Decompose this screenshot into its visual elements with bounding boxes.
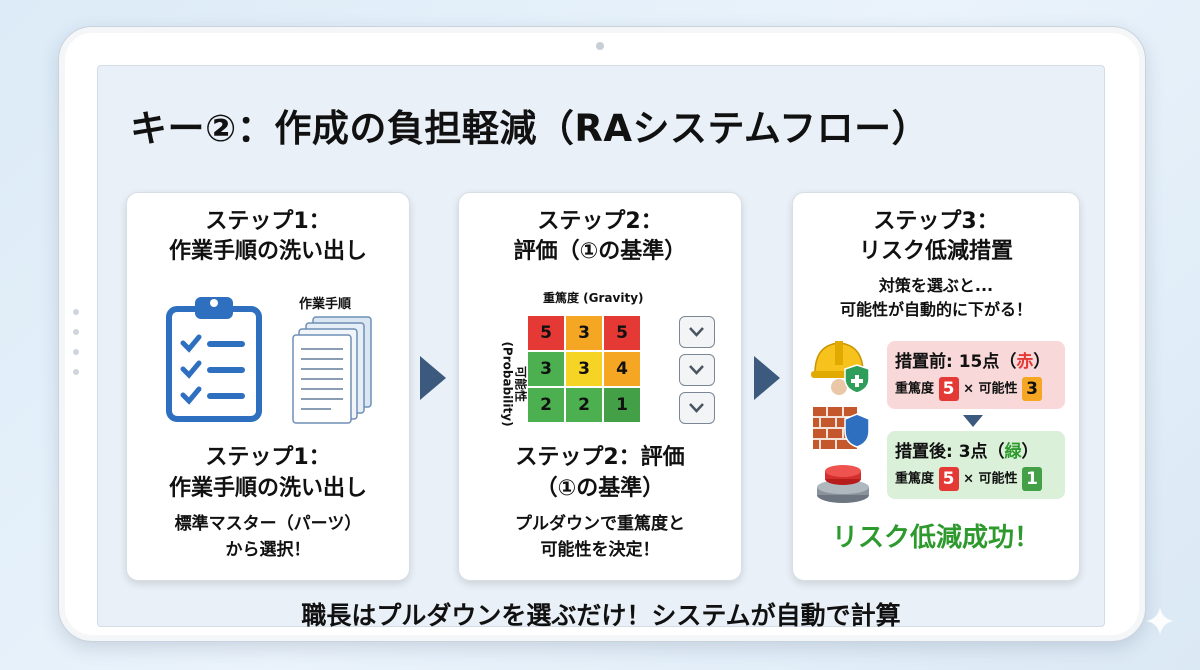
step1-sub-line2: 作業手順の洗い出し (168, 476, 367, 501)
step2-desc-line1: プルダウンで重篤度と (515, 514, 685, 534)
step3-heading-line2: リスク低減措置 (858, 239, 1013, 264)
dropdown-button[interactable] (679, 354, 715, 386)
chevron-down-icon (689, 327, 704, 337)
step2-desc-line2: 可能性を決定！ (540, 540, 660, 560)
step1-heading-line2: 作業手順の洗い出し (168, 239, 367, 264)
chevron-down-icon (689, 365, 704, 375)
step2-heading-line1: ステップ2： (537, 209, 663, 234)
times-sign: × (963, 471, 974, 487)
footer-caption: 職長はプルダウンを選ぶだけ！システムが自動で計算 (301, 601, 901, 630)
slide-screen: キー②：作成の負担軽減（RAシステムフロー） ステップ1： 作業手順の洗い出し … (97, 65, 1105, 630)
step2-card: ステップ2： 評価（①の基準） 重篤度 (Gravity) 可能性 (Proba… (458, 192, 742, 581)
step2-heading-line2: 評価（①の基準） (513, 239, 687, 264)
step2-sub-line2: （①の基準） (535, 476, 665, 501)
emergency-stop-button-icon (817, 465, 869, 503)
dropdown-button[interactable] (679, 316, 715, 348)
side-dot (73, 309, 79, 315)
step1-card: ステップ1： 作業手順の洗い出し 作業手順 (126, 192, 410, 581)
after-score-text: 措置後: 3点 (895, 442, 988, 462)
step3-card: ステップ3： リスク低減措置 対策を選ぶと... 可能性が自動的に下がる！ (792, 192, 1080, 581)
gravity-label: 重篤度 (895, 381, 935, 397)
probability-value-badge: 3 (1022, 377, 1043, 401)
tablet-frame: キー②：作成の負担軽減（RAシステムフロー） ステップ1： 作業手順の洗い出し … (58, 26, 1146, 642)
after-color-word: 緑 (1004, 442, 1022, 462)
probability-label-line1: 可能性 (513, 365, 528, 403)
side-dot (73, 369, 79, 375)
before-formula: 重篤度 5 × 可能性 3 (895, 377, 1043, 401)
step1-sub-line1: ステップ1： (205, 445, 331, 470)
gravity-value-badge: 5 (938, 377, 959, 401)
success-message: リスク低減成功！ (831, 523, 1040, 553)
dropdown-button[interactable] (679, 392, 715, 424)
before-paren-open: （ (999, 352, 1017, 372)
side-dot (73, 329, 79, 335)
document-stack-icon (292, 316, 372, 424)
step1-heading-line1: ステップ1： (205, 209, 331, 234)
doc-stack-label: 作業手順 (299, 297, 352, 312)
chevron-down-icon (689, 403, 704, 413)
matrix-gravity-label: 重篤度 (Gravity) (543, 291, 644, 305)
matrix-cell: 2 (565, 387, 603, 423)
slide-title: キー②：作成の負担軽減（RAシステムフロー） (130, 107, 930, 150)
matrix-cell: 3 (527, 351, 565, 387)
down-arrow-icon (963, 415, 983, 427)
brick-wall-shield-icon (813, 407, 870, 449)
matrix-probability-label: 可能性 (Probability) (481, 339, 531, 426)
after-label: 措置後: 3点（緑） (895, 437, 1039, 462)
before-paren-close: ） (1033, 352, 1051, 372)
after-paren-open: （ (987, 442, 1005, 462)
after-paren-close: ） (1021, 442, 1039, 462)
before-color-word: 赤 (1016, 352, 1034, 372)
step2-sub-line1: ステップ2：評価 (515, 445, 685, 470)
probability-label: 可能性 (978, 381, 1018, 397)
side-dot (73, 349, 79, 355)
matrix-cell: 5 (603, 315, 641, 351)
helmet-shield-icon (811, 341, 870, 395)
probability-label: 可能性 (978, 471, 1018, 487)
step3-intro-line2: 可能性が自動的に下がる！ (839, 300, 1032, 319)
gravity-label: 重篤度 (895, 471, 935, 487)
step1-desc-line2: から選択！ (225, 540, 311, 560)
step3-heading-line1: ステップ3： (873, 209, 999, 234)
probability-label-line2: (Probability) (500, 341, 515, 427)
flow-arrow-icon (420, 356, 446, 400)
probability-value-badge: 1 (1022, 467, 1043, 491)
matrix-cell: 3 (565, 351, 603, 387)
clipboard-checklist-icon (166, 297, 262, 422)
flow-arrow-icon (754, 356, 780, 400)
camera-dot (596, 42, 604, 50)
matrix-cell: 5 (527, 315, 565, 351)
gravity-value-badge: 5 (938, 467, 959, 491)
step1-desc-line1: 標準マスター（パーツ） (174, 514, 362, 534)
after-measure-box: 措置後: 3点（緑） 重篤度 5 × 可能性 1 (887, 431, 1065, 499)
matrix-cell: 4 (603, 351, 641, 387)
before-label: 措置前: 15点（赤） (895, 347, 1050, 372)
matrix-cell: 2 (527, 387, 565, 423)
before-score-text: 措置前: 15点 (895, 352, 1000, 372)
before-measure-box: 措置前: 15点（赤） 重篤度 5 × 可能性 3 (887, 341, 1065, 409)
matrix-cell: 3 (565, 315, 603, 351)
after-formula: 重篤度 5 × 可能性 1 (895, 467, 1043, 491)
matrix-cell: 1 (603, 387, 641, 423)
sparkle-icon (1146, 607, 1174, 635)
step3-intro-line1: 対策を選ぶと... (878, 276, 994, 295)
times-sign: × (963, 381, 974, 397)
